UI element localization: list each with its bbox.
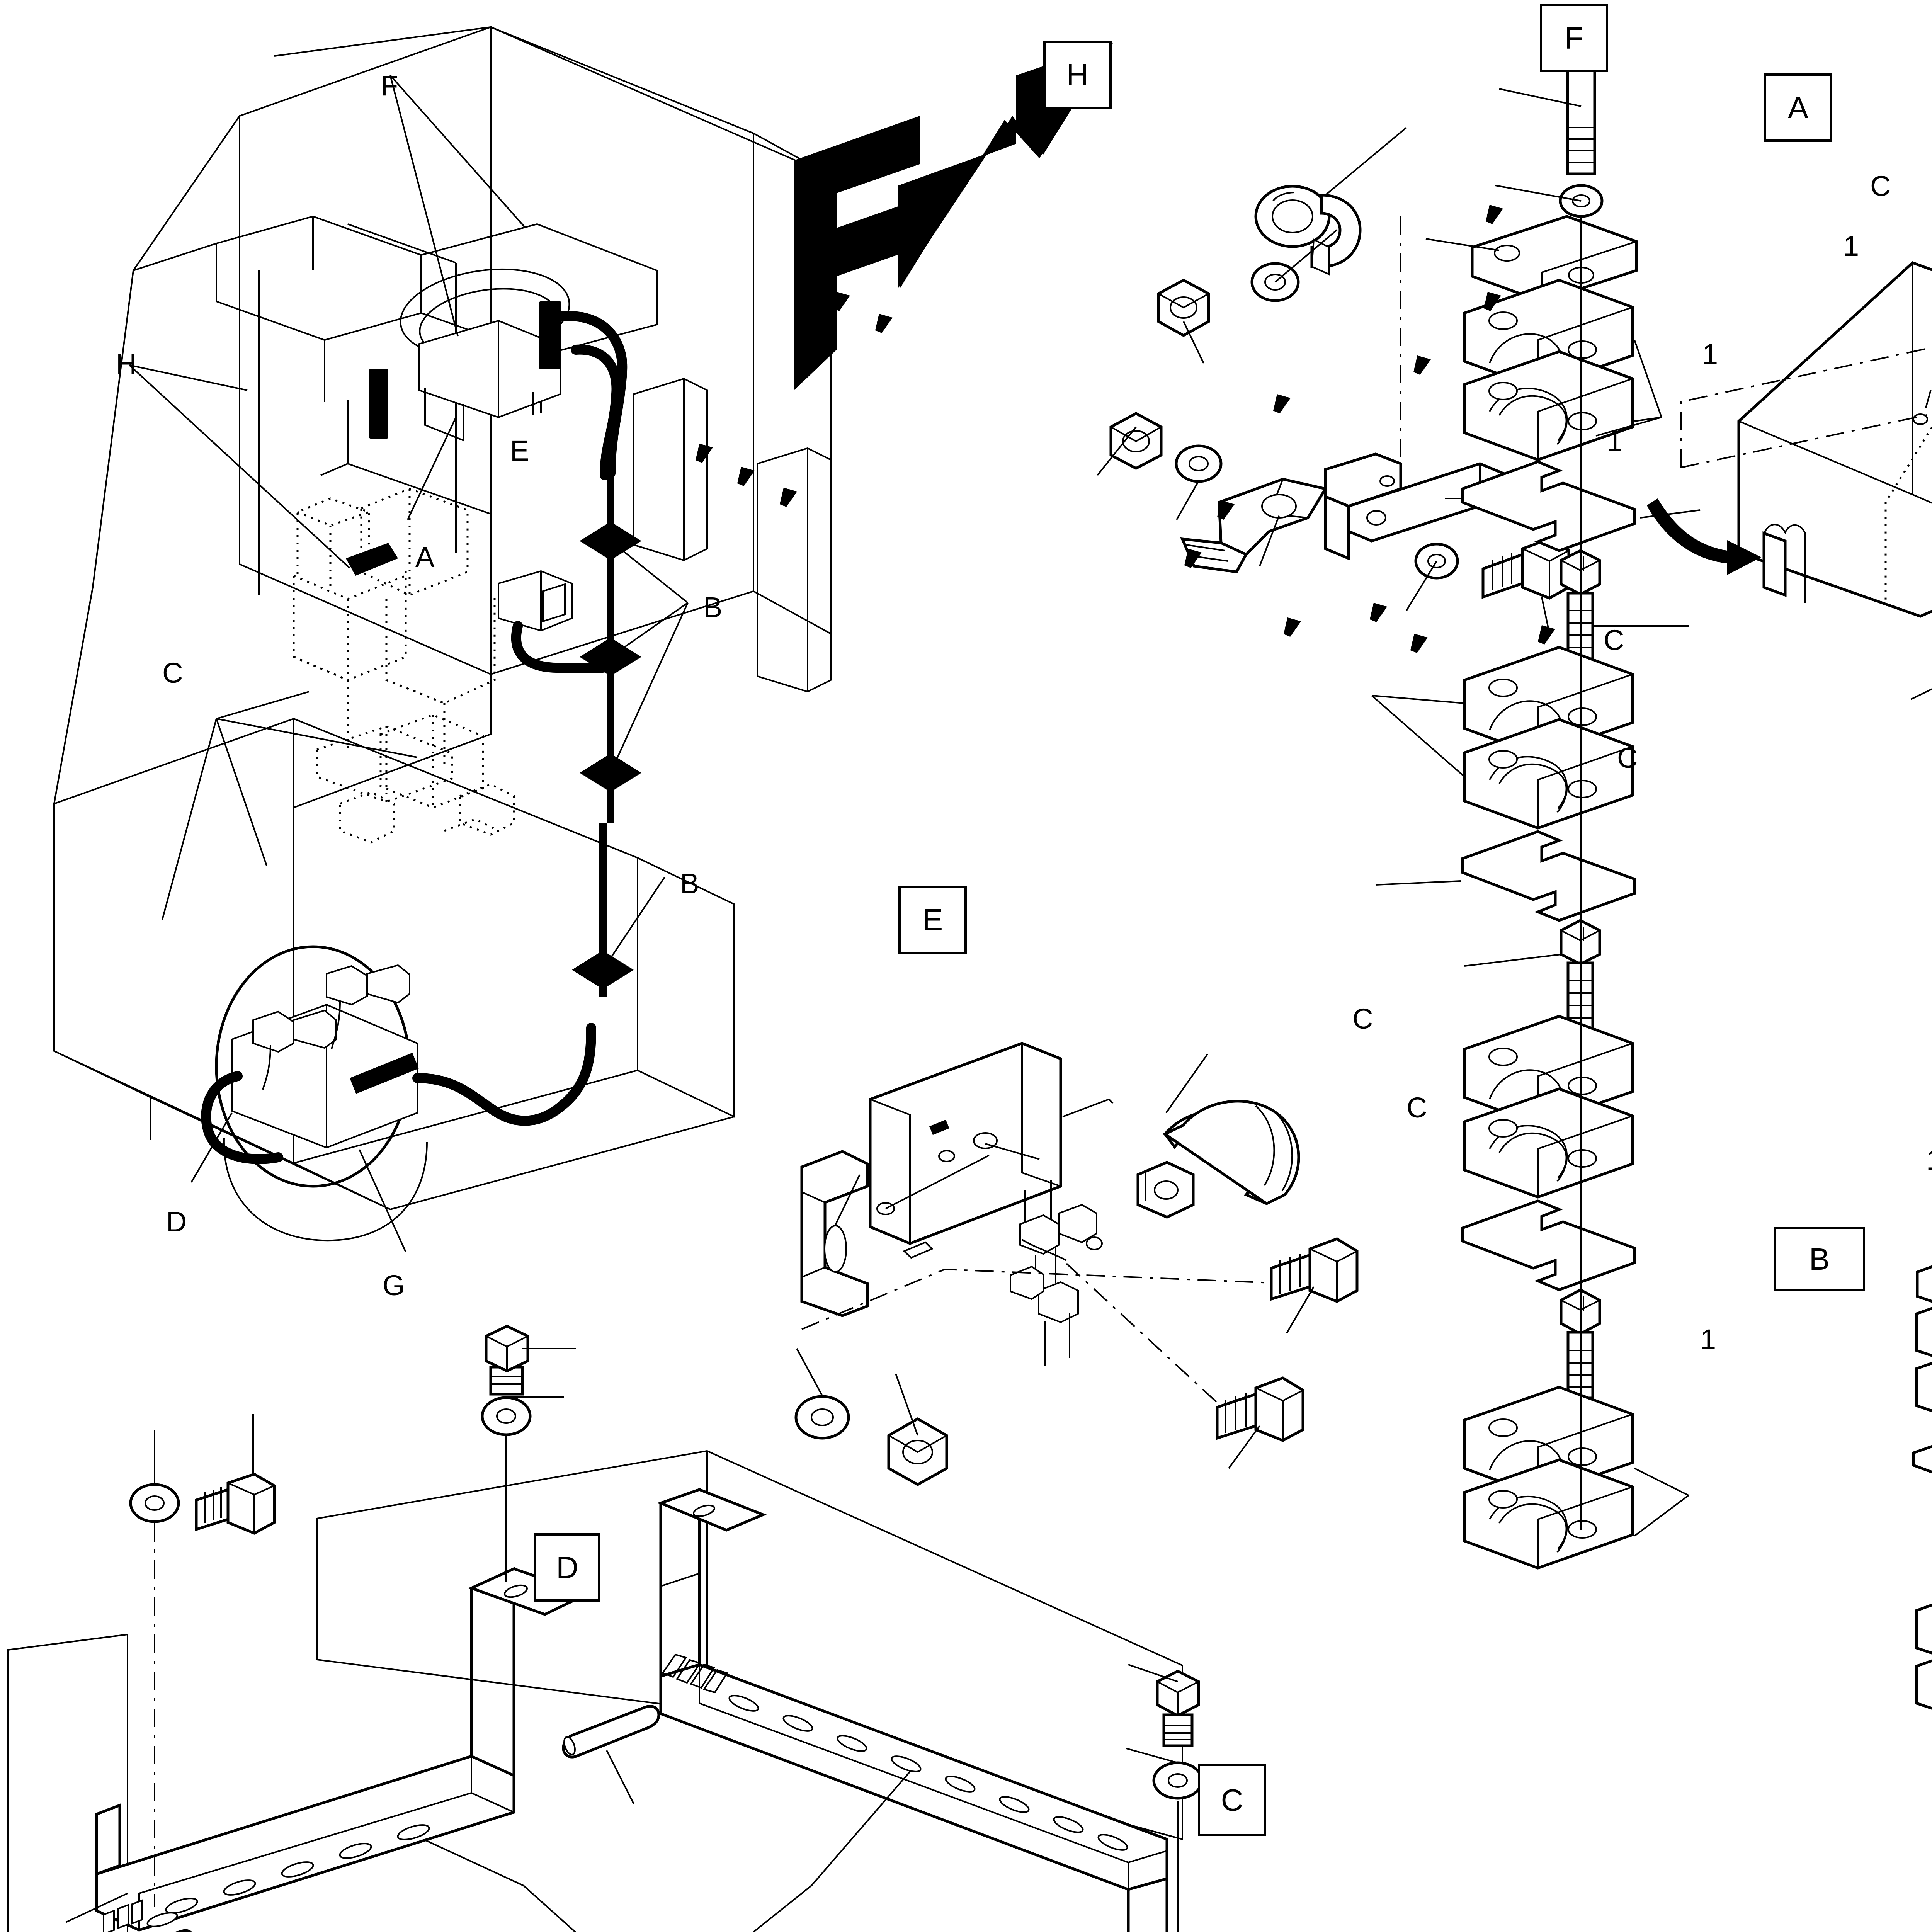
detail-box-B-label: B [1809,1242,1830,1276]
detail-box-C[interactable]: C [1198,1764,1266,1836]
callout-B-upper: B [703,591,723,623]
callout-F-clamp-1: 1 [1607,425,1623,457]
callout-F-C-2: C [1617,742,1638,774]
detail-box-H[interactable]: H [1043,41,1112,109]
callout-A-1a: 1 [1843,230,1859,262]
callout-E-main: E [510,435,529,467]
detail-box-D-label: D [556,1550,578,1585]
callout-A-C: C [1870,170,1891,202]
detail-box-B[interactable]: B [1774,1227,1865,1291]
callout-G-main: G [383,1269,405,1301]
detail-F-group [1371,27,1701,1570]
callout-F-top-left: F [381,70,398,102]
callout-B-1a: 1 [1926,1146,1932,1174]
detail-box-D[interactable]: D [534,1533,600,1602]
detail-A-group [1647,261,1932,700]
detail-box-A-label: A [1787,90,1809,125]
detail-E-group [794,1042,1359,1486]
main-assembly-cabinet [53,26,832,1252]
detail-box-E-label: E [922,902,943,937]
detail-D-group [7,1325,591,1932]
valve-manifold-phantom [293,488,515,844]
detail-box-C-label: C [1221,1782,1243,1817]
callout-H-left: H [116,348,137,380]
callout-A-main: A [415,541,435,573]
callout-F-clamp-2: 1 [1700,1323,1716,1355]
detail-C-group [316,1450,1203,1932]
callout-A-1b: 1 [1702,338,1718,370]
detail-B-group [1912,1265,1932,1710]
detail-box-F[interactable]: F [1540,4,1608,72]
callout-C-main: C [162,657,183,689]
detail-box-E[interactable]: E [898,886,967,954]
detail-box-F-label: F [1565,20,1583,55]
callout-D-main: D [166,1206,187,1238]
callout-B-lower: B [680,867,699,900]
detail-box-H-label: H [1066,57,1089,92]
callout-F-C-4: C [1406,1092,1427,1124]
callout-F-C-3: C [1352,1003,1373,1035]
callout-F-C-1: C [1604,624,1624,656]
detail-H-group [1097,127,1570,634]
detail-box-A[interactable]: A [1764,73,1832,142]
